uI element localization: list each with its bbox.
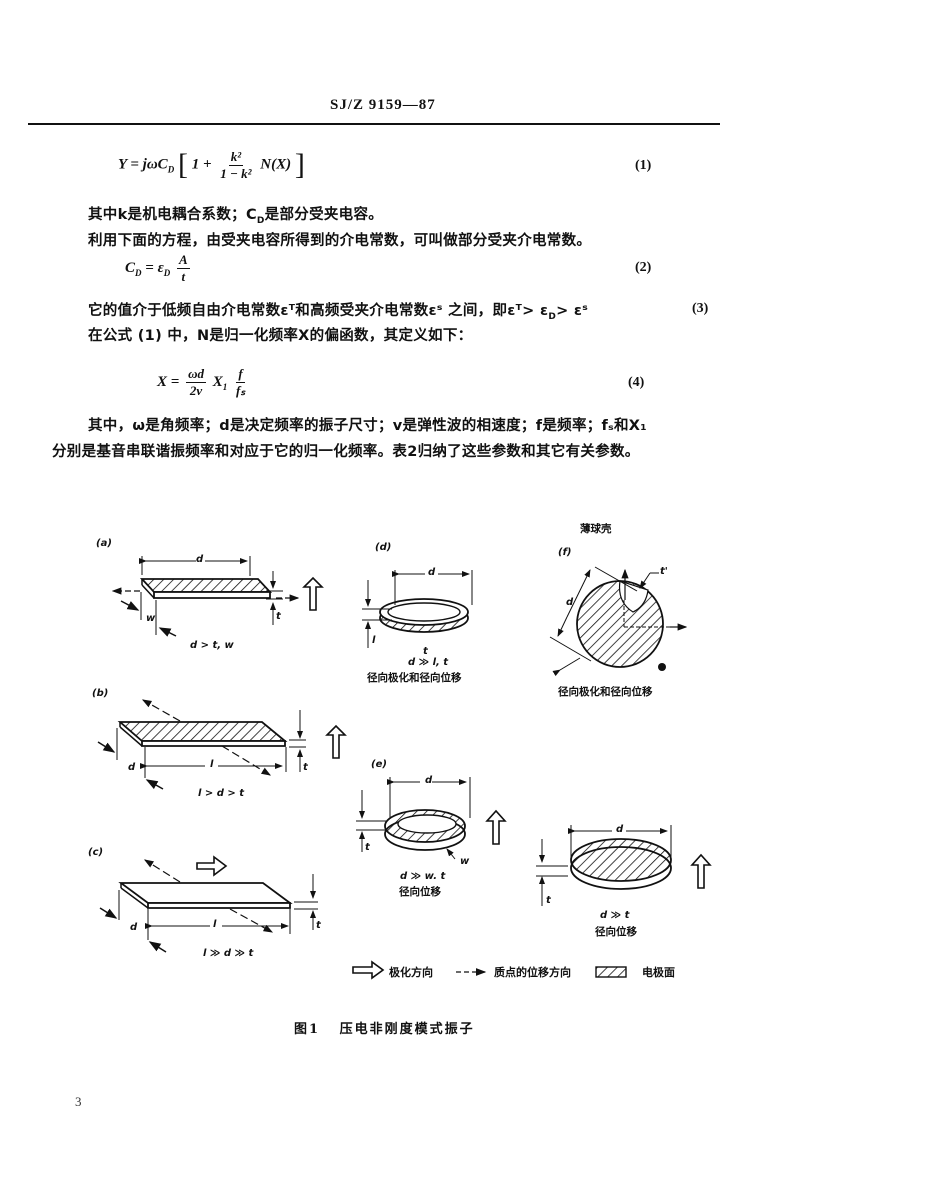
eq4-frac2-den: fₛ <box>235 383 246 398</box>
paragraph-3: 它的值介于低频自由介电常数εᵀ和高频受夹介电常数εˢ 之间，即εᵀ> εD> ε… <box>88 299 588 322</box>
paragraph-4: 在公式 (1) 中，N是归一化频率X的偏函数，其定义如下： <box>88 328 473 344</box>
panel-a-label: (a) <box>96 538 112 549</box>
panel-a-dim-d: d <box>196 554 204 565</box>
panel-f-dim-t: t' <box>660 566 668 577</box>
panel-g-dim-d: d <box>616 824 624 835</box>
legend-displacement-label: 质点的位移方向 <box>494 966 571 979</box>
legend-glyphs <box>352 960 627 980</box>
panel-f-dim-d: d <box>566 597 574 608</box>
standard-code-header: SJ/Z 9159—87 <box>330 97 436 113</box>
panel-g-drawing <box>536 825 712 906</box>
figure-caption: 图1 压电非刚度模式振子 <box>294 1018 475 1037</box>
eq1-frac-num: k² <box>228 148 244 166</box>
eq4-frac2-num: f <box>236 366 245 383</box>
panel-d-drawing <box>362 570 473 648</box>
panel-a-dim-w: w <box>146 613 156 624</box>
panel-b-dim-l: l <box>210 759 214 770</box>
paragraph-2: 利用下面的方程，由受夹电容所得到的介电常数，可叫做部分受夹介电常数。 <box>88 233 592 249</box>
panel-c-condition: l ≫ d ≫ t <box>203 948 254 959</box>
eq1-sub: D <box>167 164 175 175</box>
panel-b-drawing <box>97 699 347 790</box>
eq2-lhs: C <box>125 259 136 276</box>
panel-f-drawing <box>549 566 688 677</box>
equation-number-1: (1) <box>635 158 652 173</box>
panel-e-label: (e) <box>371 759 387 770</box>
panel-c-dim-d: d <box>130 922 138 933</box>
page-number: 3 <box>75 1094 82 1109</box>
panel-d-condition: d ≫ l, t <box>408 657 449 668</box>
header-rule <box>28 123 720 125</box>
p3-text: 它的值介于低频自由介电常数εᵀ和高频受夹介电常数εˢ 之间，即εᵀ> ε <box>88 303 549 319</box>
paragraph-1: 其中k是机电耦合系数；CD是部分受夹电容。 <box>88 203 383 226</box>
eq1-tail: N(X) <box>260 156 292 173</box>
eq4-lhs: X = <box>157 373 184 390</box>
panel-b-dim-d: d <box>128 762 136 773</box>
panel-d-caption: 径向极化和径向位移 <box>367 672 462 684</box>
panel-e-dim-t: t <box>365 842 370 853</box>
panel-c-dim-t: t <box>316 920 321 931</box>
paragraph-6: 分别是基音串联谐振频率和对应于它的归一化频率。表2归纳了这些参数和其它有关参数。 <box>52 444 640 460</box>
panel-d-dim-t: t <box>423 646 428 657</box>
equation-number-3: (3) <box>692 301 709 316</box>
eq1-one-plus: 1 + <box>191 156 212 173</box>
eq4-mid-sub: 1 <box>222 381 228 392</box>
panel-e-caption: 径向位移 <box>399 886 441 898</box>
p1-sub: D <box>256 215 265 226</box>
eq2-frac-den: t <box>181 269 186 284</box>
eq2-mid-sub: D <box>163 267 171 278</box>
figure-caption-text: 压电非刚度模式振子 <box>339 1022 475 1037</box>
panel-a-drawing <box>111 556 324 637</box>
p1-end: 是部分受夹电容。 <box>264 207 384 223</box>
eq1-bracket-open: [ <box>177 148 188 181</box>
eq2-sub: D <box>135 267 142 278</box>
legend-electrode-label: 电极面 <box>642 966 675 979</box>
panel-b-label: (b) <box>92 688 109 699</box>
panel-d-dim-l: l <box>372 635 376 646</box>
eq1-frac-den: 1 − k² <box>220 165 252 181</box>
panel-c-dim-l: l <box>213 919 217 930</box>
p3-sub: D <box>548 311 557 322</box>
eq1-bracket-close: ] <box>294 148 305 181</box>
p1-text: 其中k是机电耦合系数；C <box>88 207 257 223</box>
panel-a-condition: d > t, w <box>190 640 234 651</box>
panel-b-dim-t: t <box>303 762 308 773</box>
equation-number-4: (4) <box>628 375 645 390</box>
panel-f-title: 薄球壳 <box>580 523 612 535</box>
panel-d-label: (d) <box>375 542 392 553</box>
panel-d-dim-d: d <box>428 567 436 578</box>
eq4-frac1-den: 2v <box>189 383 203 398</box>
figure-caption-number: 图1 <box>294 1022 321 1037</box>
panel-g-dim-t: t <box>546 895 551 906</box>
panel-a-dim-t: t <box>276 611 281 622</box>
panel-f-label: (f) <box>558 547 572 558</box>
eq2-frac-num: A <box>176 252 190 269</box>
panel-e-drawing <box>356 777 507 860</box>
eq4-mid: X <box>212 373 223 390</box>
panel-b-condition: l > d > t <box>198 788 245 799</box>
equation-number-2: (2) <box>635 260 652 275</box>
panel-c-label: (c) <box>88 847 104 858</box>
panel-c-drawing <box>99 855 318 953</box>
paragraph-5: 其中，ω是角频率；d是决定频率的振子尺寸；v是弹性波的相速度；f是频率；fₛ和X… <box>88 418 647 434</box>
legend-polarization-label: 极化方向 <box>389 966 433 979</box>
eq1-lhs: Y = jωC <box>118 156 168 173</box>
eq4-frac1-num: ωd <box>186 366 206 383</box>
panel-e-dim-w: w <box>460 856 470 867</box>
panel-e-condition: d ≫ w. t <box>400 871 446 882</box>
p3-end: > εˢ <box>556 303 589 319</box>
panel-g-condition: d ≫ t <box>600 910 630 921</box>
panel-e-dim-d: d <box>425 775 433 786</box>
eq2-mid: = ε <box>141 259 164 276</box>
panel-f-caption: 径向极化和径向位移 <box>558 686 653 698</box>
panel-g-caption: 径向位移 <box>595 926 637 938</box>
